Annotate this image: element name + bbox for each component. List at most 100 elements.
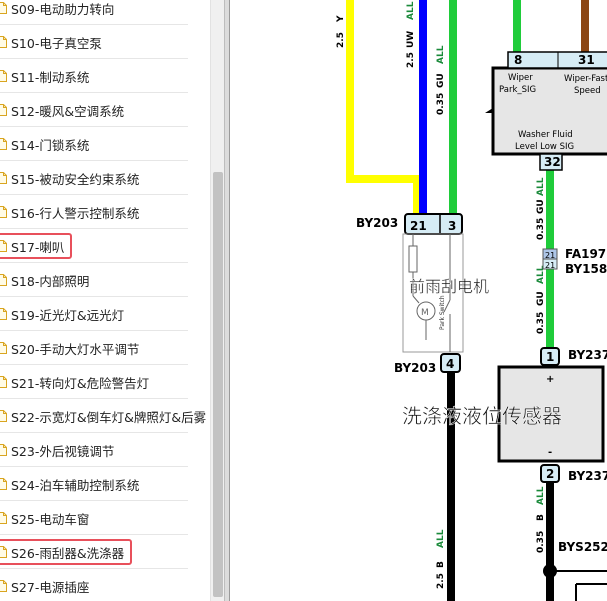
row-divider [0, 58, 188, 59]
wire-color-label: GU [436, 73, 446, 88]
bookmark-item-label: S21-转向灯&危险警告灯 [11, 375, 150, 391]
bookmark-item-label: S26-雨刮器&洗涤器 [11, 545, 125, 561]
bookmark-item[interactable]: S16-行人警示控制系统 [0, 195, 210, 229]
document-icon [0, 138, 7, 150]
sensor-terminal-label: + [546, 374, 554, 385]
bookmark-item[interactable]: S25-电动车窗 [0, 501, 210, 535]
module-pin-label: Level Low SIG [515, 142, 574, 152]
bookmark-item[interactable]: S17-喇叭 [0, 229, 210, 263]
bookmark-item[interactable]: S23-外后视镜调节 [0, 433, 210, 467]
bookmark-item-label: S25-电动车窗 [11, 511, 90, 527]
wire-all-label: ALL [436, 529, 446, 548]
wire-size-label: 2.5 [436, 573, 446, 589]
connector-by237-pin1 [540, 347, 560, 366]
wiper-motor-label: 前雨刮电机 [409, 277, 489, 296]
wire-size-label: 0.35 [536, 312, 546, 334]
bookmark-item[interactable]: S27-电源插座 [0, 569, 210, 601]
module-pin-label: Washer Fluid [518, 130, 573, 140]
bookmark-item-label: S18-内部照明 [11, 273, 90, 289]
row-divider [0, 24, 188, 25]
row-divider [0, 160, 188, 161]
row-divider [0, 466, 188, 467]
wire-all-label: ALL [436, 45, 446, 64]
module-pin-label: Park_SIG [499, 85, 536, 95]
connector-label: FA197 [565, 247, 606, 261]
bookmark-item-label: S23-外后视镜调节 [11, 443, 115, 459]
wiper-motor-box [402, 233, 464, 353]
document-icon [0, 410, 7, 422]
svg-text:M: M [421, 308, 429, 318]
wire-color-label: UW [406, 31, 416, 48]
pin-number: 21 [410, 219, 427, 233]
wire-size-label: 0.35 [536, 531, 546, 553]
document-icon [0, 376, 7, 388]
document-icon [0, 172, 7, 184]
bookmark-item[interactable]: S22-示宽灯&倒车灯&牌照灯&后雾 [0, 399, 210, 433]
wire-color-label: Y [336, 15, 346, 23]
wire-all-label: ALL [406, 1, 416, 20]
row-divider [0, 534, 188, 535]
pin-number: 21 [545, 251, 555, 260]
scrollbar-thumb[interactable] [213, 172, 223, 597]
row-divider [0, 398, 188, 399]
bookmark-item[interactable]: S12-暖风&空调系统 [0, 93, 210, 127]
connector-by203-pin4 [440, 353, 461, 373]
document-icon [0, 478, 7, 490]
wiring-diagram: 2.5 Y ALL 2.5 UW ALL 0.35 GU ALL 0.35 GU… [230, 0, 607, 601]
pin-number: 2 [546, 467, 554, 481]
bookmark-item[interactable]: S20-手动大灯水平调节 [0, 331, 210, 365]
wire-size-label: 2.5 [406, 52, 416, 68]
yellow-wire [346, 0, 421, 213]
bookmark-item[interactable]: S24-泊车辅助控制系统 [0, 467, 210, 501]
bookmark-item[interactable]: S19-近光灯&远光灯 [0, 297, 210, 331]
wire-size-label: 0.35 [436, 93, 446, 115]
park-switch-label: Park Switch [439, 295, 446, 330]
wiring-diagram-canvas: 2.5 Y ALL 2.5 UW ALL 0.35 GU ALL 0.35 GU… [336, 0, 607, 601]
sidebar-scrollbar[interactable] [210, 0, 225, 601]
bookmark-item[interactable]: S10-电子真空泵 [0, 25, 210, 59]
document-icon [0, 36, 7, 48]
connector-label: BY203 [356, 216, 398, 230]
bookmark-item-label: S20-手动大灯水平调节 [11, 341, 140, 357]
bookmark-item[interactable]: S09-电动助力转向 [0, 0, 210, 25]
pin-number: 1 [546, 350, 554, 364]
document-icon [0, 580, 7, 592]
wire-color-label: GU [536, 199, 546, 214]
row-divider [0, 194, 188, 195]
bookmark-item-label: S27-电源插座 [11, 579, 90, 595]
bookmark-item[interactable]: S11-制动系统 [0, 59, 210, 93]
wire-color-label: GU [536, 291, 546, 306]
row-divider [0, 568, 188, 569]
bookmark-item-label: S22-示宽灯&倒车灯&牌照灯&后雾 [11, 409, 207, 425]
document-icon [0, 240, 7, 252]
pin-number: 4 [446, 357, 454, 371]
bookmark-item[interactable]: S21-转向灯&危险警告灯 [0, 365, 210, 399]
wire-color-label: B [436, 561, 446, 568]
bookmark-item-label: S10-电子真空泵 [11, 35, 102, 51]
document-icon [0, 512, 7, 524]
module-connector-bottom [539, 153, 563, 171]
bookmark-item[interactable]: S26-雨刮器&洗涤器 [0, 535, 210, 569]
wire-size-label: 2.5 [336, 32, 346, 48]
bookmark-item-label: S17-喇叭 [11, 239, 65, 255]
connector-label: BY237 [568, 348, 607, 362]
bookmark-item[interactable]: S18-内部照明 [0, 263, 210, 297]
pin-number: 21 [545, 261, 555, 270]
bookmark-item-label: S11-制动系统 [11, 69, 90, 85]
connector-label: BY158 [565, 262, 607, 276]
document-icon [0, 308, 7, 320]
connector-label: BY203 [394, 361, 436, 375]
document-icon [0, 206, 7, 218]
module-pin-label: Wiper [508, 73, 533, 83]
panel-splitter[interactable] [224, 0, 230, 601]
pin-number: 31 [578, 53, 595, 67]
sensor-terminal-label: - [548, 447, 552, 458]
bookmark-item[interactable]: S15-被动安全约束系统 [0, 161, 210, 195]
row-divider [0, 500, 188, 501]
washer-level-sensor [497, 365, 605, 463]
inline-connector-by158 [542, 258, 558, 270]
splice-label: BYS252 [558, 540, 607, 554]
bookmark-item[interactable]: S14-门锁系统 [0, 127, 210, 161]
bookmark-item-label: S09-电动助力转向 [11, 1, 115, 17]
